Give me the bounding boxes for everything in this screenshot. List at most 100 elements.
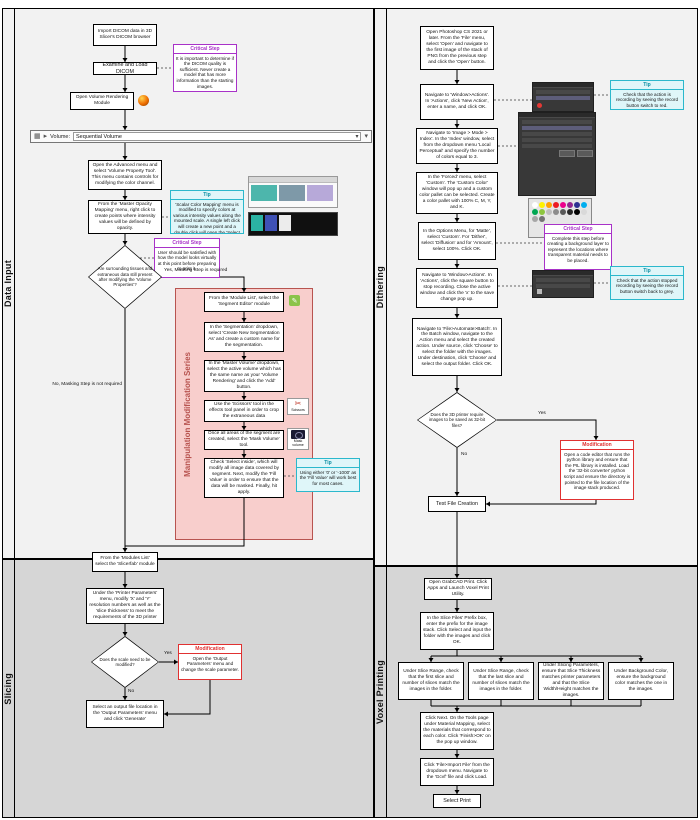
step-select-print: Select Print	[433, 794, 481, 808]
decision-32bit: Does the 3D printer require images to be…	[417, 392, 497, 448]
step-stop-recording: Navigate to 'Window>Actions'. In 'Action…	[416, 268, 498, 308]
callout-title: Critical Step	[155, 239, 219, 249]
critical-step-dicom-quality: Critical Step It is important to determi…	[173, 44, 237, 92]
scissors-icon: ✂	[294, 399, 302, 408]
step-batch: Navigate to 'File>Automate>Batch'. In th…	[412, 318, 502, 376]
step-import-file: Click 'File>Import File' from the dropdo…	[420, 758, 494, 786]
step-open-grabcad: Open GrabCAD Print. Click Apps and Launc…	[424, 578, 492, 600]
critical-step-satisfied: Critical Step User should be satisfied w…	[154, 238, 220, 278]
step-check-slice-range-first: Under Slice Range, check that the first …	[398, 662, 464, 700]
volume-preview-screenshot	[248, 212, 338, 236]
callout-title: Critical Step	[545, 225, 611, 235]
callout-title: Modification	[179, 645, 241, 655]
color-swatches	[249, 183, 337, 203]
modules-icon: ▦	[34, 133, 41, 140]
step-open-photoshop: Open Photoshop CS 2021 or later. From th…	[420, 26, 494, 70]
callout-body: Open a code editor that runs the python …	[563, 451, 631, 491]
callout-body: Check that the action stopped recording …	[615, 277, 679, 294]
modification-32bit-converter: Modification Open a code editor that run…	[560, 440, 634, 500]
tip-fill-value: Tip Using either '0' or '-1000' as the '…	[296, 458, 360, 492]
tip-action-recording: Tip Check that the action is recording b…	[610, 80, 684, 110]
callout-title: Tip	[611, 81, 683, 91]
step-output-location: Select an output file location in the 'O…	[86, 700, 164, 728]
step-master-volume: In the 'Master Volume' dropdown, select …	[204, 360, 284, 392]
volume-dropdown[interactable]: Sequential Volume ▾	[73, 132, 362, 141]
step-opacity-mapping: From the 'Master Opacity Mapping' menu, …	[88, 200, 162, 234]
step-open-volume-rendering: Open Volume Rendering Module	[70, 92, 134, 110]
step-options-menu: In the Options Menu, for 'Matte', select…	[418, 222, 496, 260]
mask-series-label: Manipulation Modification Series	[182, 351, 192, 477]
section-label-slicing: Slicing	[3, 672, 13, 705]
color-mapping-screenshot	[248, 176, 338, 208]
callout-body: Open the 'Output Parameters' menu and ch…	[181, 655, 239, 672]
arrow-icon: ▸	[43, 133, 48, 140]
callout-title: Tip	[171, 191, 243, 201]
quadrant-slicing	[2, 559, 374, 818]
mask-volume-icon	[291, 430, 305, 439]
section-band-voxel-printing: Voxel Printing	[374, 566, 387, 818]
step-check-slice-range-last: Under Slice Range, check that the last s…	[468, 662, 534, 700]
step-material-mapping: Click Next. On the Tools page under Mate…	[420, 712, 494, 750]
section-label-voxel-printing: Voxel Printing	[375, 659, 385, 725]
callout-body: User should be satisfied with how the mo…	[157, 249, 217, 272]
manipulation-modification-series-title: Manipulation Modification Series	[177, 288, 197, 540]
step-slice-prefix: In the Slice Files' Prefix box, enter th…	[420, 612, 494, 650]
scissors-label: Scissors	[291, 408, 305, 412]
step-mask-volume-tool: Once all areas of the segment are create…	[204, 430, 284, 450]
step-forced-custom: In the 'Forced' menu, select 'Custom'. T…	[416, 172, 498, 214]
step-import-dicom: Import DICOM data in 3D Slicer's DICOM b…	[93, 24, 157, 46]
section-band-data-input: Data Input	[2, 8, 15, 559]
photoshop-actions-stopped-screenshot	[532, 270, 594, 298]
decision-scale-modified: Does the scale need to be modified?	[91, 636, 159, 688]
mask-volume-label: Mask volume	[292, 439, 304, 447]
scissors-tool-chip: ✂ Scissors	[287, 398, 309, 415]
step-segment-editor: From the 'Module List', select the 'Segm…	[204, 292, 284, 312]
branch-label-no-masking: No, Masking Step is not required	[52, 382, 122, 387]
segment-editor-icon: ✎	[289, 295, 300, 306]
branch-label-yes: Yes	[538, 411, 546, 416]
step-check-background-color: Under Background Color, ensure the backg…	[608, 662, 674, 700]
chevron-down-icon: ▾	[355, 133, 359, 140]
step-printer-parameters: Under the 'Printer Parameters' menu, mod…	[86, 588, 164, 624]
callout-body: It is important to determine if the DICO…	[176, 55, 234, 89]
step-scissors-tool: Use the 'Scissors' tool in the effects t…	[204, 400, 284, 422]
section-band-slicing: Slicing	[2, 559, 15, 818]
volume-rendering-icon	[138, 95, 149, 106]
color-swatches	[249, 213, 337, 233]
slicer-toolbar: ▦ ▸ Volume: Sequential Volume ▾ ▾	[30, 130, 372, 143]
step-check-slicing-parameters: Under Slicing Parameters, ensure that Sl…	[538, 662, 604, 700]
callout-body: Check that the action is recording by se…	[615, 91, 679, 108]
step-advanced-menu: Open the Advanced menu and select 'Volum…	[88, 160, 162, 190]
tip-action-stopped: Tip Check that the action stopped record…	[610, 266, 684, 300]
callout-title: Tip	[297, 459, 359, 469]
section-band-dithering: Dithering	[374, 8, 387, 566]
step-segmentation-dropdown: In the 'Segmentation' dropdown, select '…	[204, 322, 284, 352]
mask-volume-tool-chip: Mask volume	[287, 428, 309, 450]
callout-title: Tip	[611, 267, 683, 277]
section-label-dithering: Dithering	[375, 265, 385, 309]
chevron-down-icon: ▾	[364, 133, 368, 140]
step-slicerfab: From the 'Modules List' select the 'Slic…	[92, 552, 158, 572]
decision-extraneous-data: Are surrounding tissues and extraneous d…	[88, 245, 162, 309]
photoshop-index-dialog-screenshot	[518, 112, 596, 196]
callout-title: Critical Step	[174, 45, 236, 55]
callout-body: Complete this step before creating a bac…	[547, 235, 609, 263]
stop-square-icon	[537, 289, 542, 294]
branch-label-yes: Yes	[164, 651, 172, 656]
branch-label-no: No	[461, 452, 468, 457]
step-index-mode: Navigate to 'Image > Mode > Index'. In t…	[416, 128, 498, 164]
step-new-action: Navigate to 'Window>Actions'. In 'Action…	[420, 84, 494, 120]
section-label-data-input: Data Input	[3, 260, 13, 307]
volume-dropdown-value: Sequential Volume	[76, 133, 122, 140]
modification-scale: Modification Open the 'Output Parameters…	[178, 644, 242, 680]
photoshop-actions-screenshot	[532, 82, 594, 112]
callout-body: Using either '0' or '-1000' as the 'Fill…	[299, 469, 357, 486]
step-select-inside: Check 'Select inside', which will modify…	[204, 458, 284, 498]
callout-body: 'Scalar Color Mapping' menu is modified …	[173, 201, 241, 234]
callout-title: Modification	[561, 441, 633, 451]
step-examine-load-dicom: Examine and Load DICOM	[93, 62, 157, 75]
tip-scalar-color-mapping: Tip 'Scalar Color Mapping' menu is modif…	[170, 190, 244, 234]
step-test-file-creation: Test File Creation	[428, 496, 486, 512]
volume-label: Volume:	[50, 133, 71, 140]
